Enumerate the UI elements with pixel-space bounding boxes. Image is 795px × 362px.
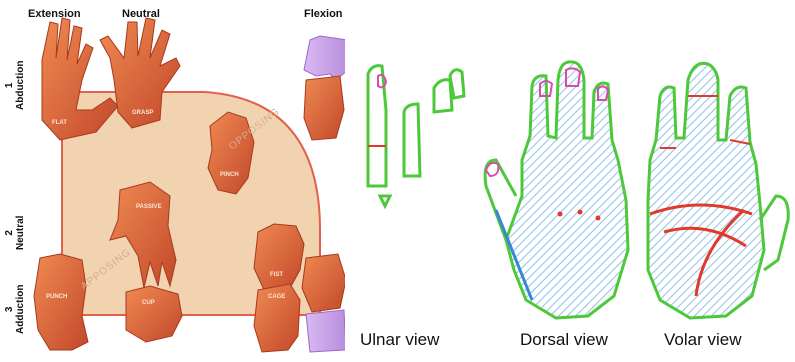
caption-volar-view: Volar view xyxy=(664,330,741,350)
row-label: Neutral xyxy=(15,216,26,250)
hand-flexion-neutral xyxy=(302,254,345,352)
row-header-adduction: 3 Adduction xyxy=(4,285,26,334)
posture-matrix: FLAT GRASP PINCH PASSIVE FIST PUNCH CUP … xyxy=(0,0,345,362)
row-number: 3 xyxy=(4,307,15,313)
hand-tag: PUNCH xyxy=(46,294,67,300)
hand-punch xyxy=(34,254,88,350)
hand-tag: CAGE xyxy=(268,294,285,300)
row-label: Abduction xyxy=(15,61,26,110)
hand-tag: PASSIVE xyxy=(136,204,162,210)
dorsal-view-diagram xyxy=(485,62,628,318)
hand-tag: FIST xyxy=(270,272,283,278)
hand-flexion-abduction xyxy=(304,36,345,140)
row-label: Adduction xyxy=(15,285,26,334)
hand-cup xyxy=(126,286,182,342)
column-header-extension: Extension xyxy=(28,8,81,20)
caption-ulnar-view: Ulnar view xyxy=(360,330,439,350)
ulnar-view-diagram xyxy=(368,66,464,206)
caption-dorsal-view: Dorsal view xyxy=(520,330,608,350)
volar-view-diagram xyxy=(648,63,788,318)
hand-tag: PINCH xyxy=(220,172,239,178)
row-header-neutral: 2 Neutral xyxy=(4,216,26,250)
column-header-neutral: Neutral xyxy=(122,8,160,20)
row-number: 1 xyxy=(4,83,15,89)
row-header-abduction: 1 Abduction xyxy=(4,61,26,110)
row-number: 2 xyxy=(4,230,15,236)
column-header-flexion: Flexion xyxy=(304,8,343,20)
hand-tag: GRASP xyxy=(132,110,153,116)
hand-tag: FLAT xyxy=(52,120,67,126)
hand-tag: CUP xyxy=(142,300,155,306)
